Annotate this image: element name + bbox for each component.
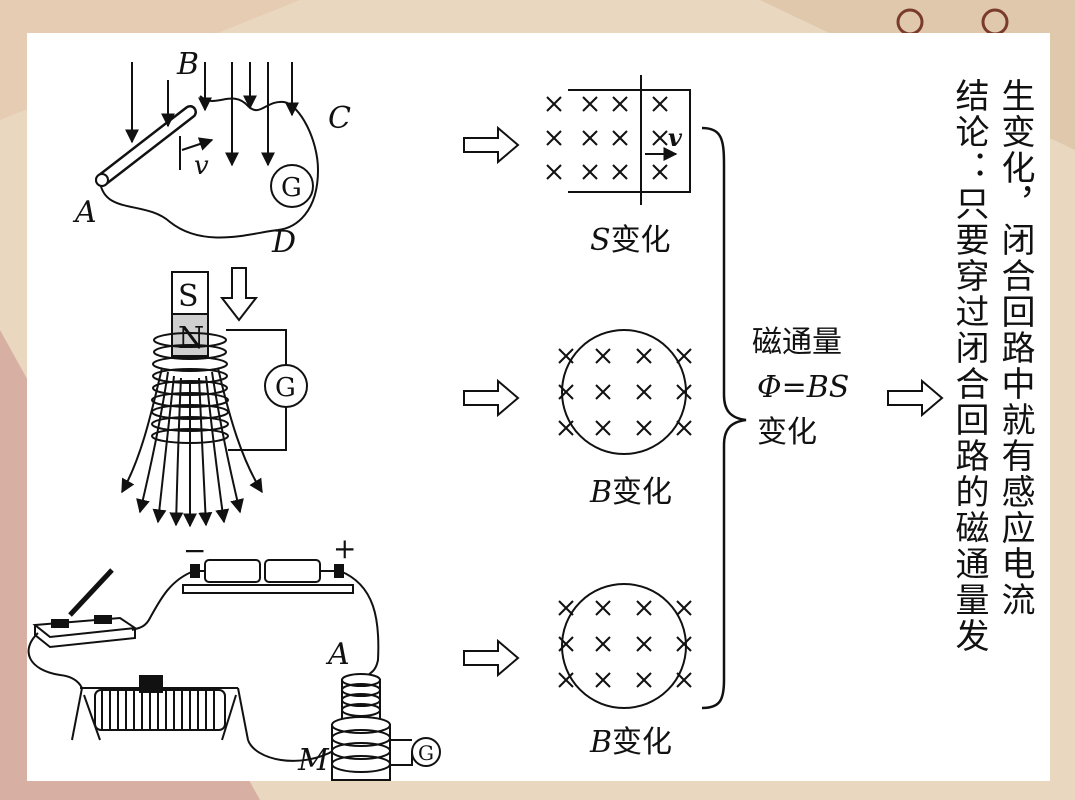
down-arrow-icon — [219, 267, 259, 322]
case-sliding-rod — [95, 62, 320, 239]
magnet-n-pole — [171, 313, 209, 357]
right-arrow-icon — [463, 378, 520, 418]
flux-label: 磁通量 — [752, 325, 842, 360]
label-s-pole: S — [178, 279, 199, 314]
label-minus: − — [183, 534, 206, 567]
right-arrow-icon — [463, 638, 520, 678]
right-arrow-icon — [887, 378, 944, 418]
label-a: A — [72, 195, 97, 230]
galvanometer-icon — [411, 737, 441, 767]
label-a-coil: A — [325, 637, 350, 672]
switch-base — [32, 616, 138, 639]
galvanometer-icon — [270, 164, 314, 208]
field-b-change-1 — [558, 329, 692, 455]
caption-b-change-2: B变化 — [589, 725, 672, 760]
label-b: B — [176, 47, 199, 82]
battery-base — [182, 584, 354, 594]
label-v: v — [194, 151, 209, 181]
flux-formula: Φ=BS — [757, 370, 849, 405]
label-n-pole: N — [178, 321, 204, 356]
field-b-change-2 — [558, 583, 692, 709]
curly-brace — [701, 126, 747, 710]
battery-cell — [264, 559, 321, 583]
battery-cell — [204, 559, 261, 583]
caption-s-change: S变化 — [590, 223, 671, 258]
label-g: G — [281, 173, 302, 203]
label-v-field: v — [668, 123, 683, 152]
field-area-change — [546, 75, 691, 205]
magnet-s-pole — [171, 271, 209, 315]
label-plus: + — [333, 532, 356, 565]
label-d: D — [271, 225, 296, 260]
right-arrow-icon — [463, 125, 520, 165]
galvanometer-icon — [264, 364, 308, 408]
label-g: G — [275, 373, 296, 403]
switch-lever — [68, 568, 114, 617]
case-magnet-coil — [121, 267, 308, 528]
conclusion-text-column-1: 结论：只要穿过闭合回路的磁通量发 — [949, 78, 989, 654]
rheostat-slider — [139, 675, 163, 693]
conclusion-text-column-2: 生变化，闭合回路中就有感应电流 — [995, 78, 1035, 618]
flux-change-label: 变化 — [757, 415, 817, 450]
label-c: C — [328, 101, 351, 136]
label-m-coil: M — [297, 743, 330, 778]
case-battery-rheostat — [27, 559, 441, 781]
caption-b-change-1: B变化 — [589, 475, 672, 510]
label-g: G — [418, 741, 434, 765]
